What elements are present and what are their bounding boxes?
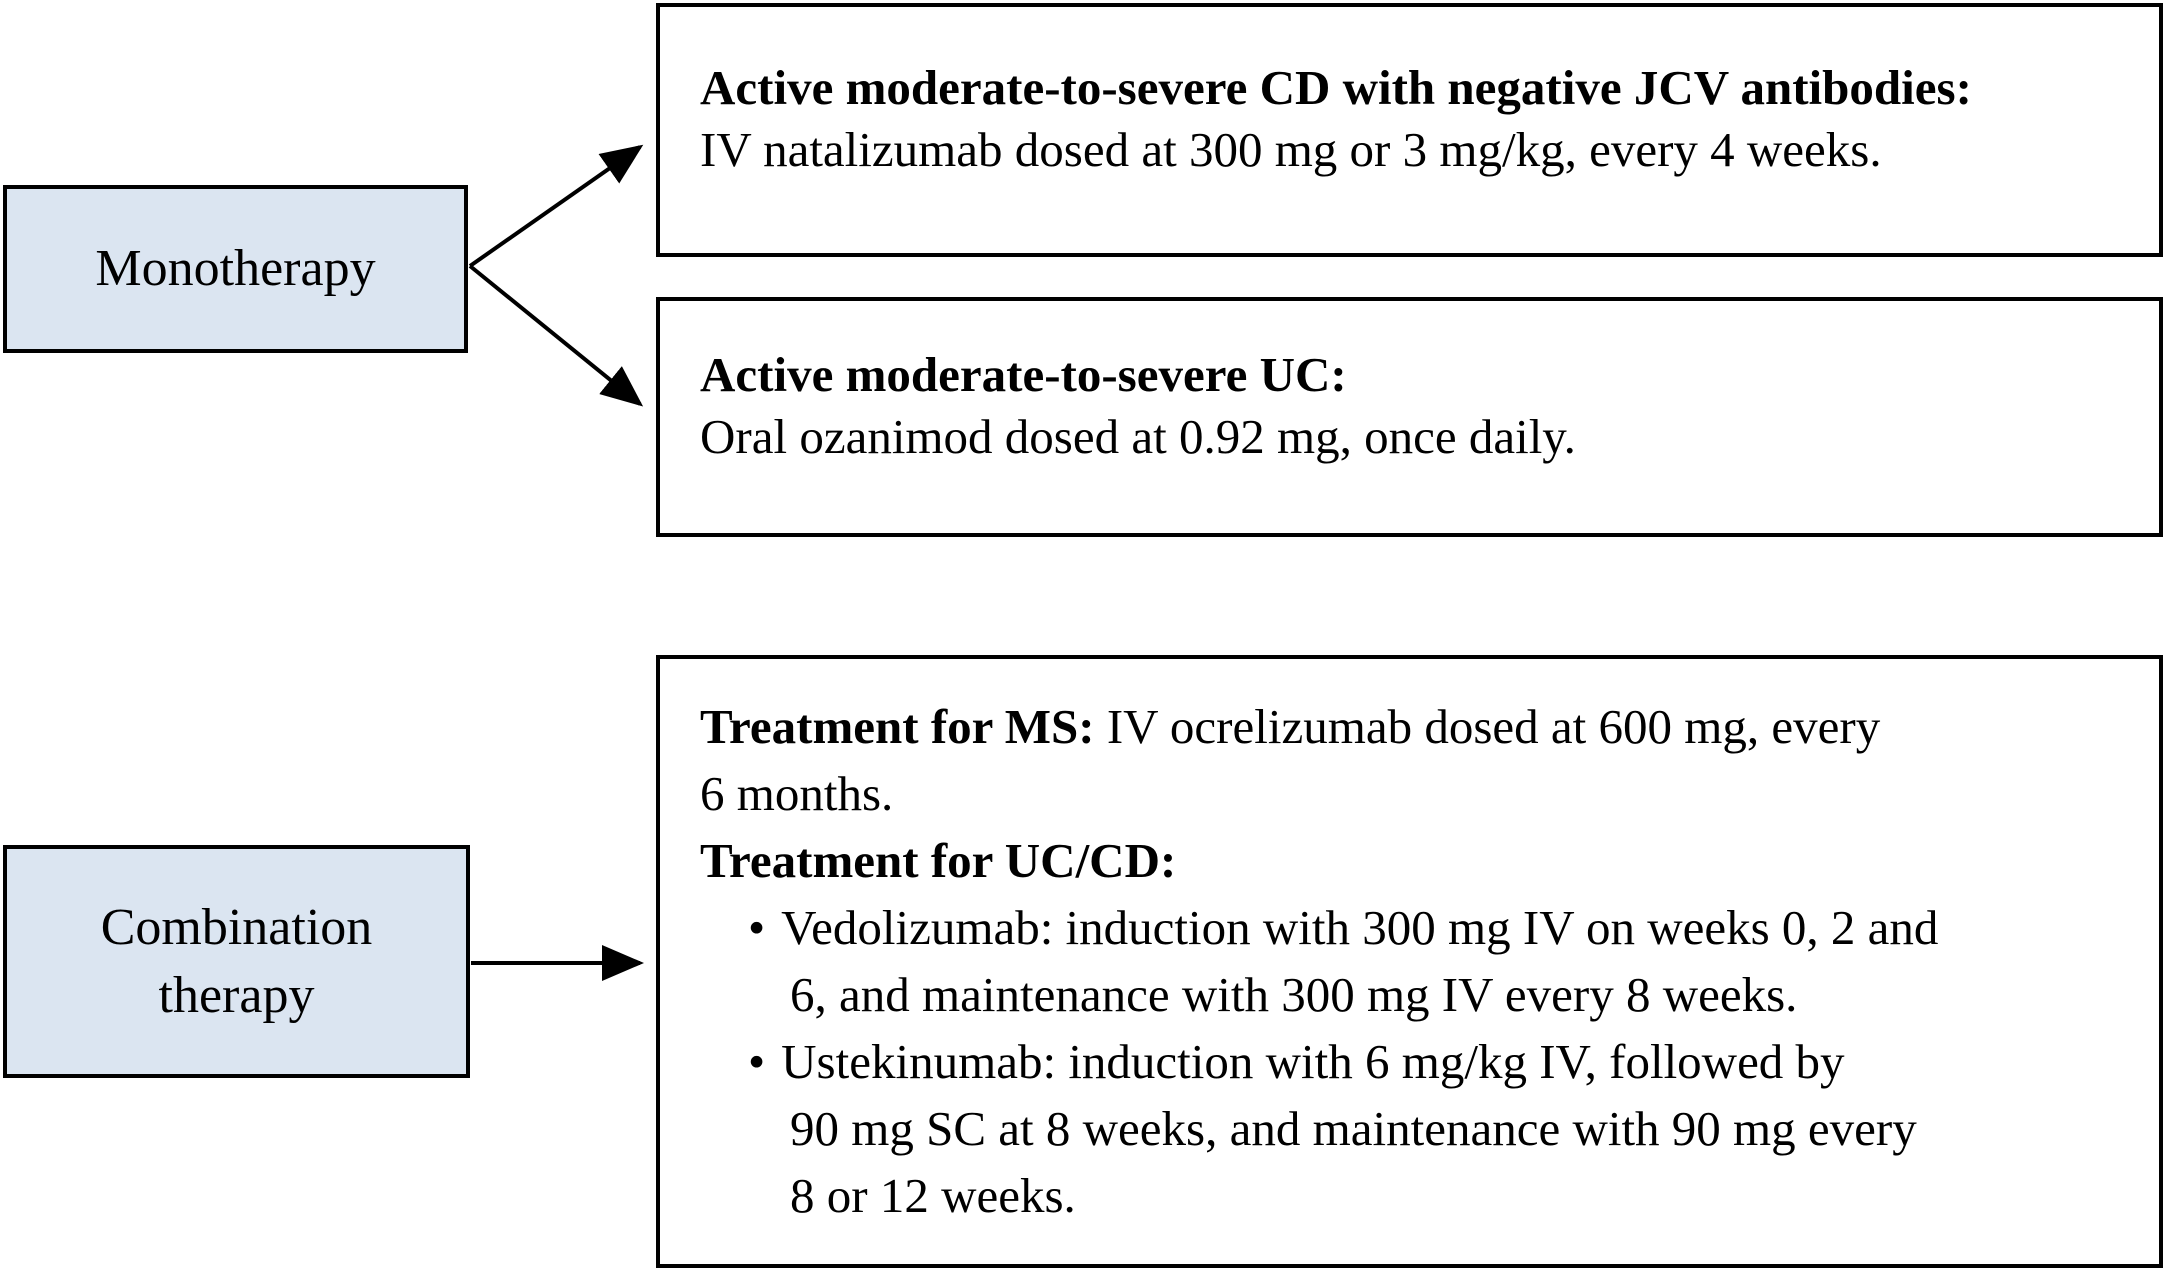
ms-treatment-line2: 6 months. [700, 766, 894, 821]
combination-therapy-node: Combination therapy [3, 845, 470, 1078]
bullet-icon: • [748, 1034, 766, 1089]
vedolizumab-bullet-line2: 6, and maintenance with 300 mg IV every … [790, 967, 1798, 1022]
bullet-icon: • [748, 900, 766, 955]
ms-treatment-text: IV ocrelizumab dosed at 600 mg, every [1094, 699, 1881, 754]
monotherapy-node: Monotherapy [3, 185, 468, 353]
monotherapy-label: Monotherapy [95, 240, 376, 297]
ms-treatment-label: Treatment for MS: [700, 699, 1095, 754]
arrow-monotherapy-to-cd-box [468, 144, 644, 268]
vedolizumab-bullet-line1: • Vedolizumab: induction with 300 mg IV o… [700, 894, 2135, 961]
uccd-treatment-label: Treatment for UC/CD: [700, 833, 1177, 888]
cd-box-body: IV natalizumab dosed at 300 mg or 3 mg/k… [700, 122, 1882, 177]
combination-treatment-box: Treatment for MS: IV ocrelizumab dosed a… [656, 655, 2163, 1268]
ustekinumab-bullet-line2: 90 mg SC at 8 weeks, and maintenance wit… [790, 1101, 1917, 1156]
vedolizumab-bullet-text: Vedolizumab: induction with 300 mg IV on… [781, 900, 1939, 955]
combination-label-line1: Combination [100, 898, 373, 956]
ms-treatment-line1: Treatment for MS: IV ocrelizumab dosed a… [700, 693, 2135, 760]
ustekinumab-bullet-text: Ustekinumab: induction with 6 mg/kg IV, … [781, 1034, 1845, 1089]
uc-treatment-box: Active moderate-to-severe UC: Oral ozani… [656, 297, 2163, 537]
uc-box-heading: Active moderate-to-severe UC: [700, 347, 1347, 402]
combination-label-line2: therapy [158, 966, 315, 1024]
cd-box-heading: Active moderate-to-severe CD with negati… [700, 60, 1972, 115]
ustekinumab-bullet-line3: 8 or 12 weeks. [790, 1168, 1076, 1223]
ustekinumab-bullet-line1: • Ustekinumab: induction with 6 mg/kg IV,… [700, 1028, 2135, 1095]
uc-box-body: Oral ozanimod dosed at 0.92 mg, once dai… [700, 409, 1576, 464]
arrow-monotherapy-to-uc-box [468, 264, 644, 407]
cd-treatment-box: Active moderate-to-severe CD with negati… [656, 3, 2163, 257]
